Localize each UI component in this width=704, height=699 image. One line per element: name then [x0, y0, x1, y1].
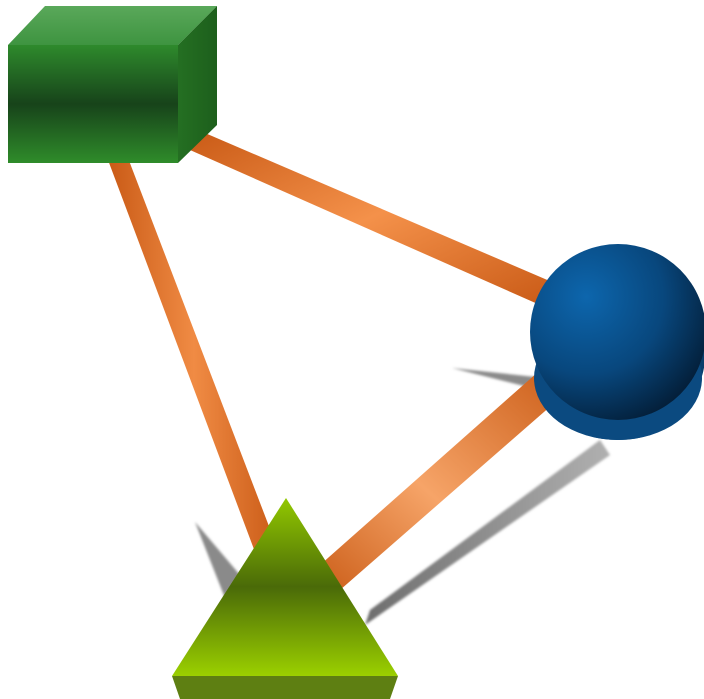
cube-top-face	[8, 6, 217, 45]
connector-cube-triangle	[108, 158, 280, 560]
connector-group	[108, 130, 560, 590]
sphere-body	[530, 244, 704, 420]
triangle-node	[172, 498, 398, 699]
cube-node	[8, 6, 217, 163]
sphere-to-triangle-shadow	[365, 440, 610, 625]
connector-sphere-triangle	[320, 372, 560, 590]
cube-side-face	[178, 6, 217, 163]
sphere-node	[530, 244, 704, 440]
cube-front-face	[8, 45, 178, 163]
connector-cube-sphere	[190, 130, 552, 305]
shadow-group	[195, 368, 610, 625]
triangle-body	[172, 498, 398, 676]
sphere-shadow	[452, 368, 545, 390]
triangle-base	[172, 676, 398, 699]
triangle-shadow	[195, 522, 240, 598]
